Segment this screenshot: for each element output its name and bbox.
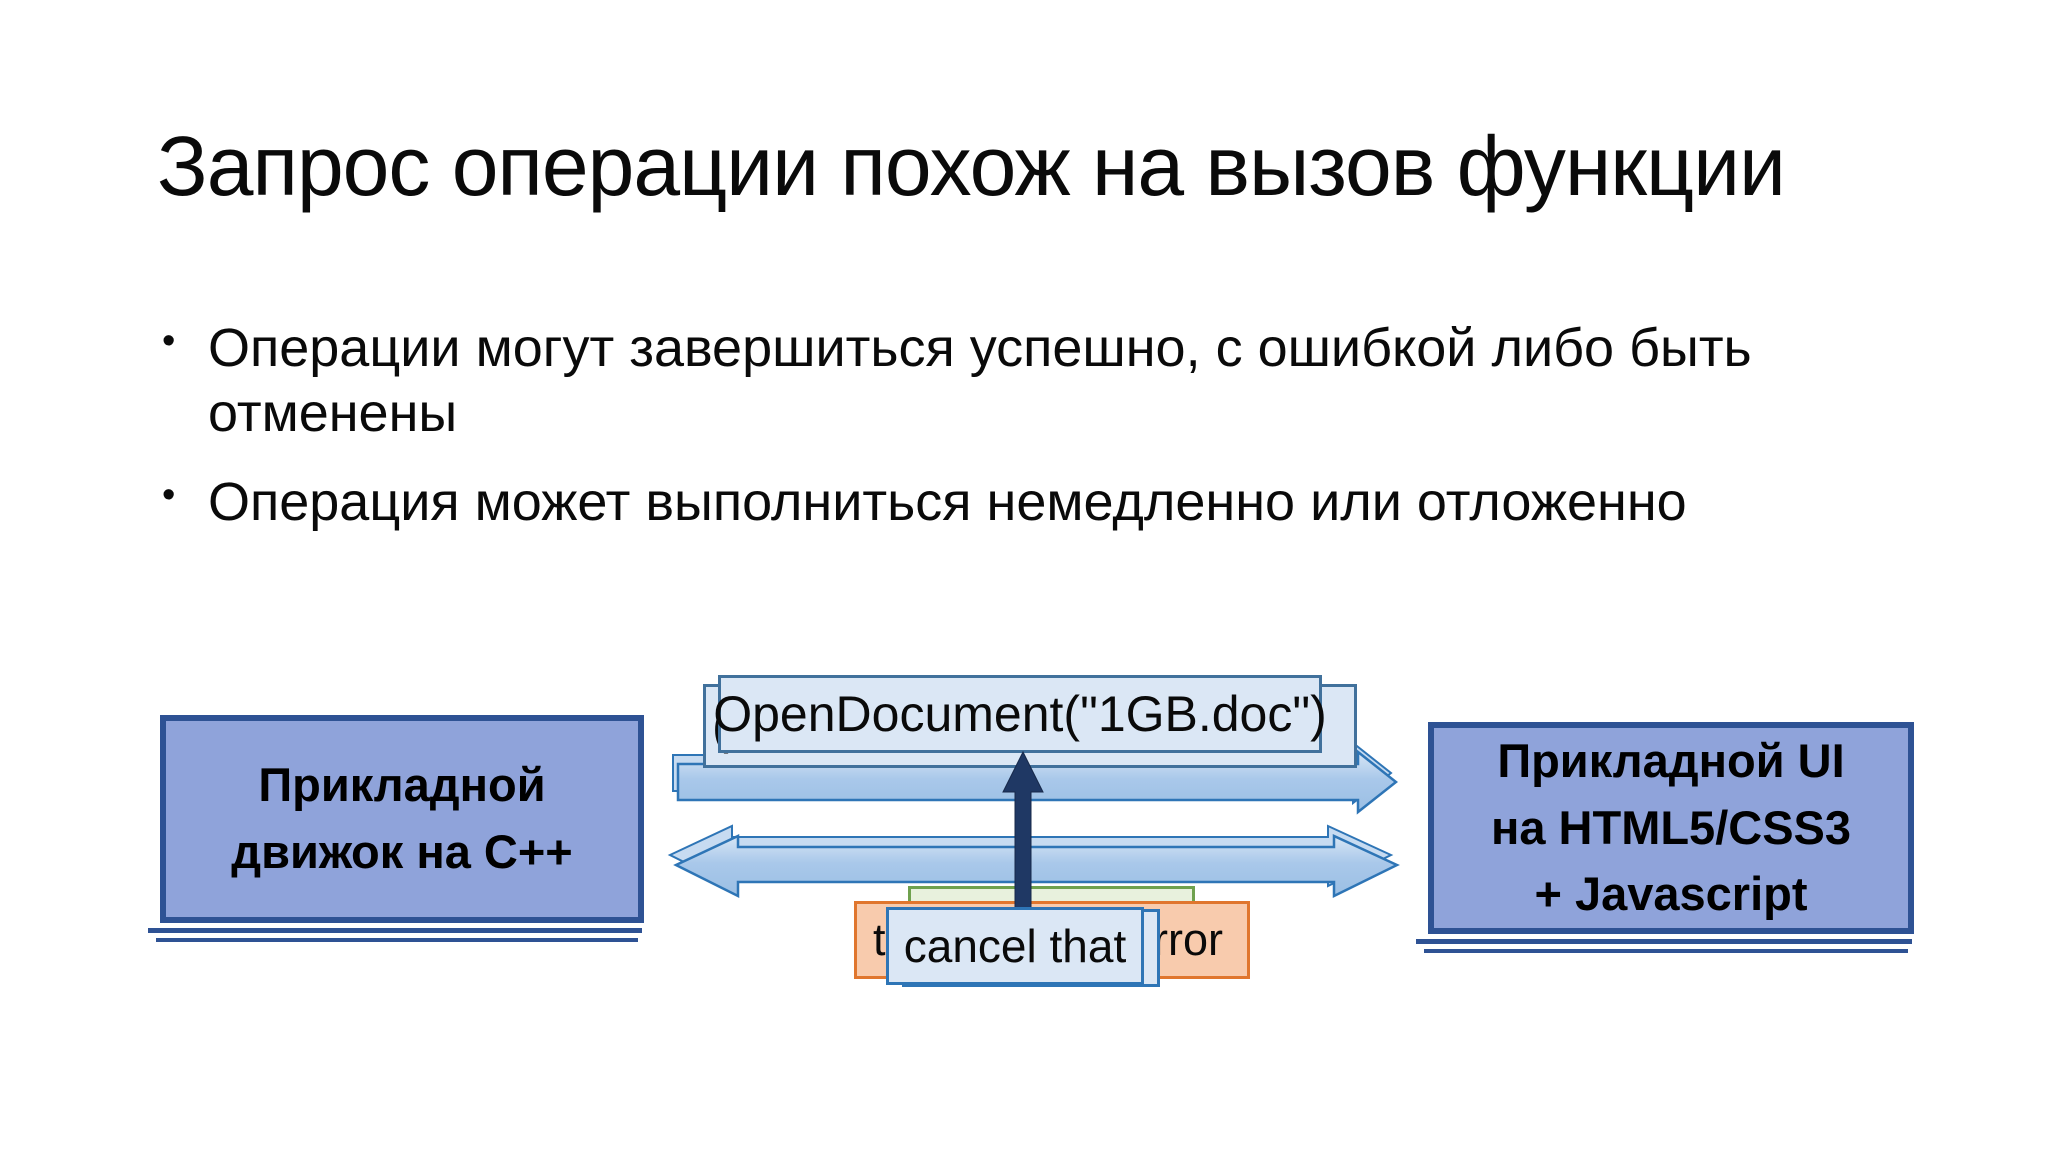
bullet-dot-icon: • [162, 473, 176, 516]
response-arrow-shape [673, 834, 1400, 899]
engine-box-line: движок на C++ [231, 825, 573, 878]
cancel-arrow-shape [1002, 750, 1044, 914]
bullet-item: • Операция может выполниться немедленно … [160, 470, 1800, 535]
error-text-fragment-left: t [873, 914, 886, 965]
call-label: OpenDocument("1GB.doc") [713, 675, 1327, 753]
bullet-dot-icon: • [162, 320, 176, 362]
cancel-box: cancel that [886, 907, 1144, 985]
ui-box-label: Прикладной UI на HTML5/CSS3 + Javascript [1491, 728, 1851, 928]
ui-box-line: на HTML5/CSS3 [1490, 800, 1852, 854]
bullet-list: • Операции могут завершиться успешно, с … [160, 316, 1800, 558]
engine-box-label: Прикладной движок на C++ [231, 752, 572, 885]
bullet-text: Операция может выполниться немедленно ил… [208, 471, 1687, 532]
error-text-fragment-right: rror [1153, 914, 1223, 965]
cancel-box-text: cancel that [903, 920, 1127, 972]
ui-box-line: Прикладной UI [1497, 733, 1845, 787]
engine-box: Прикладной движок на C++ [148, 715, 644, 942]
call-label-text: OpenDocument("1GB.doc") [713, 686, 1327, 742]
ui-box-line: + Javascript [1534, 867, 1808, 921]
bullet-text: Операции могут завершиться успешно, с ош… [208, 318, 1752, 443]
engine-box-line: Прикладной [258, 758, 546, 812]
slide-title: Запрос операции похож на вызов функции [157, 119, 1786, 214]
ui-box: Прикладной UI на HTML5/CSS3 + Javascript [1416, 722, 1914, 953]
bullet-item: • Операции могут завершиться успешно, с … [160, 316, 1800, 446]
cancel-arrow-icon [1002, 750, 1044, 914]
